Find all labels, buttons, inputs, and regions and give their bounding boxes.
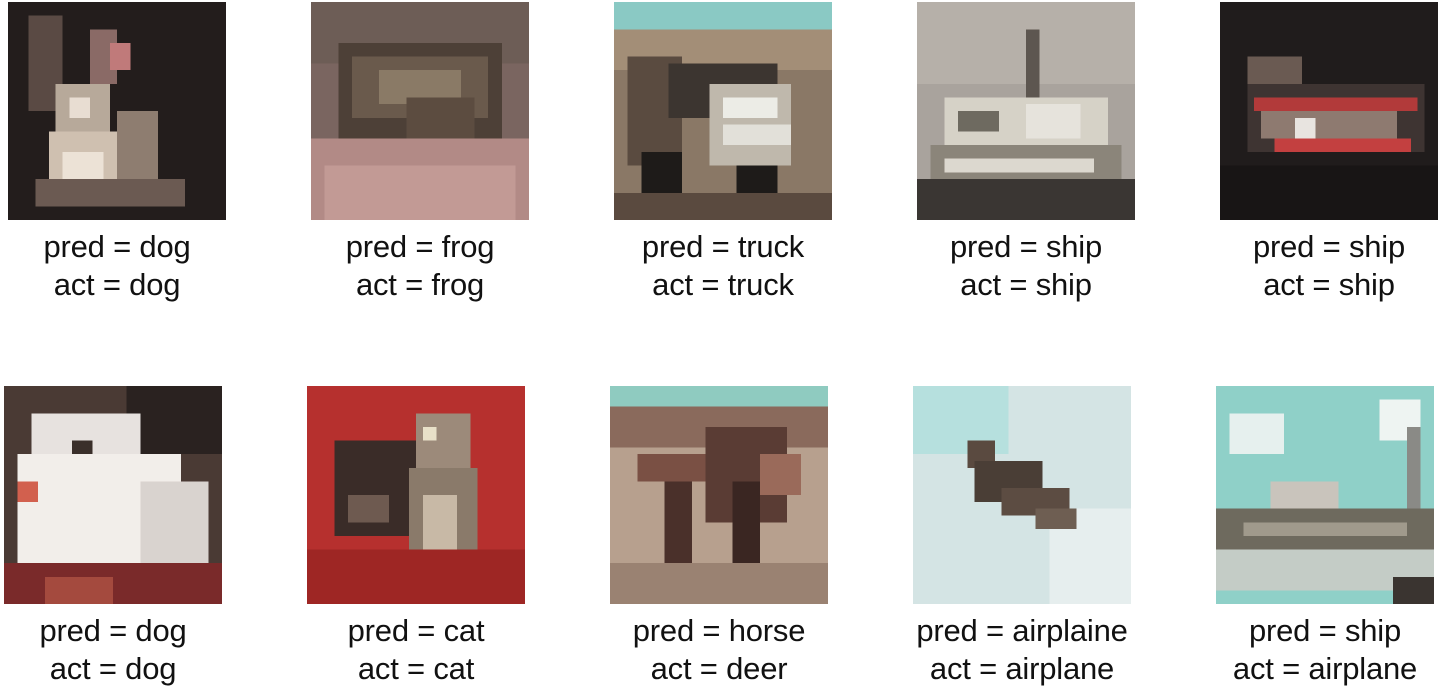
caption-1: pred = dog act = dog bbox=[8, 228, 226, 304]
act-label: act = ship bbox=[960, 267, 1092, 302]
thumbnail-ship-2 bbox=[1220, 2, 1438, 220]
act-label: act = truck bbox=[652, 267, 794, 302]
caption-2: pred = frog act = frog bbox=[311, 228, 529, 304]
act-label: act = airplane bbox=[1232, 651, 1418, 686]
thumbnail-dog-1 bbox=[8, 2, 226, 220]
caption-4: pred = ship act = ship bbox=[917, 228, 1135, 304]
act-label: act = airplane bbox=[929, 651, 1115, 686]
pred-label: pred = horse bbox=[632, 613, 806, 648]
caption-10: pred = ship act = airplane bbox=[1216, 612, 1434, 688]
pred-label: pred = ship bbox=[949, 229, 1103, 264]
act-label: act = dog bbox=[53, 267, 181, 302]
caption-6: pred = dog act = dog bbox=[4, 612, 222, 688]
pred-label: pred = frog bbox=[345, 229, 495, 264]
act-label: act = dog bbox=[49, 651, 177, 686]
pred-label: pred = airplaine bbox=[916, 613, 1128, 648]
thumbnail-ship-1 bbox=[917, 2, 1135, 220]
pred-label: pred = truck bbox=[641, 229, 805, 264]
pred-label: pred = dog bbox=[43, 229, 191, 264]
caption-7: pred = cat act = cat bbox=[307, 612, 525, 688]
thumbnail-dog-2 bbox=[4, 386, 222, 604]
act-label: act = ship bbox=[1263, 267, 1395, 302]
caption-9: pred = airplaine act = airplane bbox=[913, 612, 1131, 688]
thumbnail-truck bbox=[614, 2, 832, 220]
pred-label: pred = dog bbox=[39, 613, 187, 648]
act-label: act = cat bbox=[357, 651, 475, 686]
pred-label: pred = ship bbox=[1248, 613, 1402, 648]
act-label: act = frog bbox=[355, 267, 485, 302]
pred-label: pred = cat bbox=[347, 613, 485, 648]
act-label: act = deer bbox=[650, 651, 788, 686]
caption-3: pred = truck act = truck bbox=[614, 228, 832, 304]
pred-label: pred = ship bbox=[1252, 229, 1406, 264]
thumbnail-cat bbox=[307, 386, 525, 604]
thumbnail-frog bbox=[311, 2, 529, 220]
caption-8: pred = horse act = deer bbox=[610, 612, 828, 688]
caption-5: pred = ship act = ship bbox=[1220, 228, 1438, 304]
thumbnail-airplane-1 bbox=[913, 386, 1131, 604]
thumbnail-airplane-2 bbox=[1216, 386, 1434, 604]
thumbnail-deer bbox=[610, 386, 828, 604]
